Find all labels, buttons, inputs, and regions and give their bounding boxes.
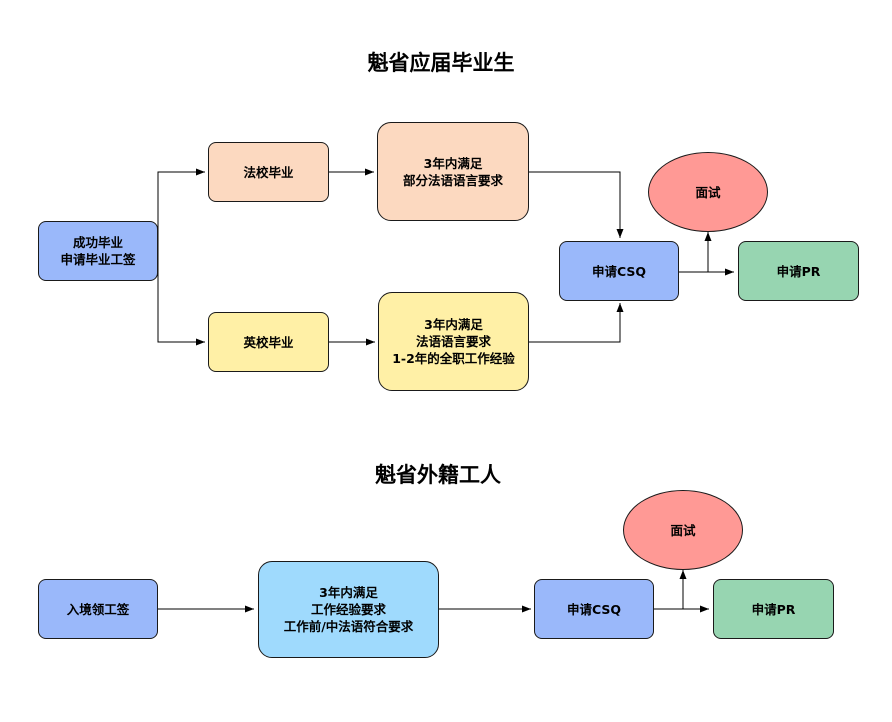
node-english-school-label: 英校毕业 [243,334,294,350]
node-pr-label: 申请PR [776,263,821,279]
node-graduation-line-1: 成功毕业 [72,235,123,250]
node-fw-req-line-2: 工作经验要求 [310,602,386,617]
node-pr: 申请PR [738,241,859,301]
edge-start-to-french-school [157,168,205,250]
section-title-foreign-workers: 魁省外籍工人 [375,463,501,487]
node-fw-pr-label: 申请PR [751,601,796,617]
node-english-req-line-1: 3年内满足 [424,317,483,332]
node-french-req-line-2: 部分法语语言要求 [402,172,503,188]
node-fw-csq-label: 申请CSQ [566,601,622,617]
section-title-graduates: 魁省应届毕业生 [367,51,515,75]
edge-english-req-to-csq [529,303,624,343]
node-csq-label: 申请CSQ [591,263,647,279]
node-english-req-line-2: 法语语言要求 [415,334,491,349]
node-fw-interview-label: 面试 [670,522,696,538]
node-interview-label: 面试 [695,184,721,200]
node-interview: 面试 [648,152,768,232]
node-fw-interview: 面试 [623,490,743,570]
node-fw-requirements: 3年内满足 工作经验要求 工作前/中法语符合要求 [258,561,439,658]
node-fw-req-line-3: 工作前/中法语符合要求 [283,619,414,634]
edge-start-to-english-school [157,250,205,346]
node-french-school-label: 法校毕业 [243,164,294,180]
node-fw-entry: 入境领工签 [38,579,158,639]
node-fw-entry-label: 入境领工签 [66,601,130,617]
edge-french-req-to-csq [529,171,624,238]
node-graduation-line-2: 申请毕业工签 [60,252,136,267]
node-french-req-line-1: 3年内满足 [423,155,483,171]
node-fw-csq: 申请CSQ [534,579,654,639]
node-graduation: 成功毕业 申请毕业工签 [38,221,158,281]
node-french-school: 法校毕业 [208,142,329,202]
node-fw-req-line-1: 3年内满足 [319,585,378,600]
node-english-school: 英校毕业 [208,312,329,372]
node-english-requirements: 3年内满足 法语语言要求 1-2年的全职工作经验 [378,292,529,391]
node-csq: 申请CSQ [559,241,679,301]
node-french-requirements: 3年内满足 部分法语语言要求 [377,122,529,221]
node-english-req-line-3: 1-2年的全职工作经验 [392,351,515,366]
node-fw-pr: 申请PR [713,579,834,639]
